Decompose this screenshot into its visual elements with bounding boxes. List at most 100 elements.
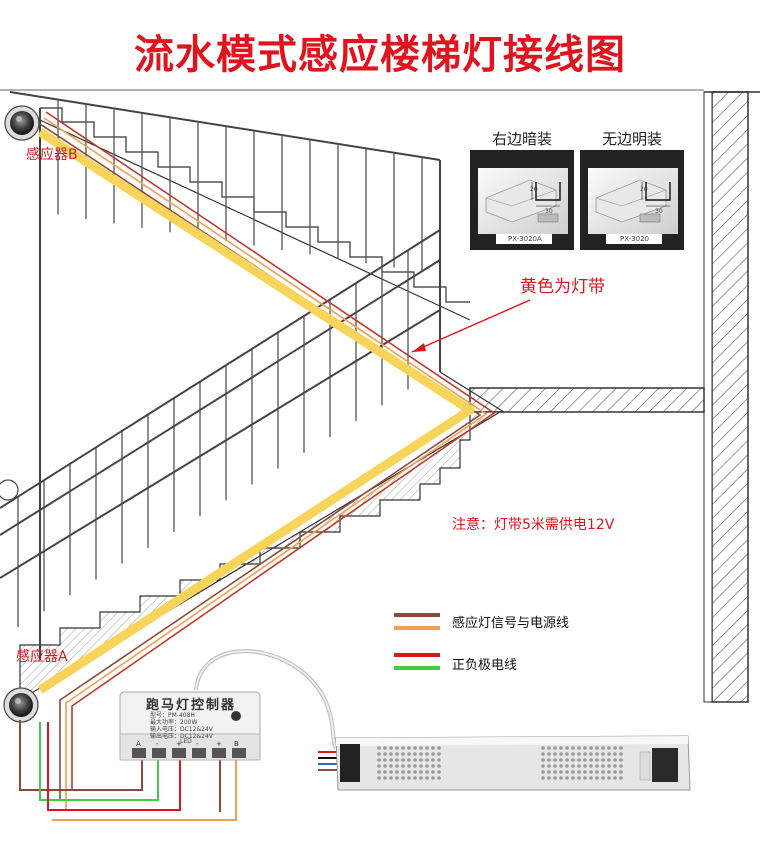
vent-hole <box>407 758 411 762</box>
vent-hole <box>541 752 545 756</box>
vent-hole <box>559 764 563 768</box>
vent-hole <box>425 776 429 780</box>
vent-hole <box>571 752 575 756</box>
vent-hole <box>431 752 435 756</box>
vent-hole <box>583 770 587 774</box>
vent-hole <box>541 746 545 750</box>
vent-hole <box>571 764 575 768</box>
vent-hole <box>553 770 557 774</box>
profile-caption-a: 右边暗装 <box>491 130 552 148</box>
vent-hole <box>425 758 429 762</box>
vent-hole <box>607 764 611 768</box>
vent-hole <box>419 746 423 750</box>
vent-hole <box>431 764 435 768</box>
controller-spec-1: 型号：PM-408H <box>150 712 195 719</box>
sensor-a-label: 感应器A <box>16 649 68 665</box>
controller-port <box>172 748 186 758</box>
vent-hole <box>571 770 575 774</box>
vent-hole <box>559 758 563 762</box>
vent-hole <box>583 764 587 768</box>
vent-hole <box>437 770 441 774</box>
vent-hole <box>577 758 581 762</box>
vent-hole <box>589 758 593 762</box>
vent-hole <box>577 764 581 768</box>
vent-hole <box>571 758 575 762</box>
vent-hole <box>377 770 381 774</box>
wall-marker-icon <box>0 479 19 501</box>
sensor-b-label: 感应器B <box>26 147 78 163</box>
vent-hole <box>389 758 393 762</box>
vent-hole <box>437 752 441 756</box>
vent-hole <box>395 776 399 780</box>
vent-hole <box>601 758 605 762</box>
vent-hole <box>377 776 381 780</box>
vent-hole <box>577 776 581 780</box>
vent-hole <box>577 752 581 756</box>
vent-hole <box>389 764 393 768</box>
vent-hole <box>571 776 575 780</box>
vent-hole <box>595 770 599 774</box>
vent-hole <box>559 770 563 774</box>
right-wall <box>469 91 760 703</box>
profile-model-b: PX-3020 <box>620 235 650 243</box>
vent-hole <box>619 764 623 768</box>
profile-dim-w-b: 30 <box>655 208 663 215</box>
controller-spec-2: 最大功率：200W <box>150 719 198 726</box>
vent-hole <box>553 764 557 768</box>
vent-hole <box>619 752 623 756</box>
vent-hole <box>413 770 417 774</box>
vent-hole <box>383 764 387 768</box>
vent-hole <box>425 752 429 756</box>
controller-port <box>192 748 206 758</box>
vent-hole <box>431 770 435 774</box>
vent-hole <box>565 752 569 756</box>
vent-hole <box>425 764 429 768</box>
vent-hole <box>601 746 605 750</box>
vent-hole <box>565 776 569 780</box>
controller-port <box>212 748 226 758</box>
vent-hole <box>401 764 405 768</box>
vent-hole <box>395 746 399 750</box>
railing-balusters <box>17 99 423 628</box>
vent-hole <box>619 770 623 774</box>
vent-hole <box>547 764 551 768</box>
vent-hole <box>595 752 599 756</box>
vent-hole <box>425 746 429 750</box>
port-label-a: A <box>136 740 141 748</box>
vent-hole <box>613 776 617 780</box>
vent-hole <box>413 752 417 756</box>
vent-hole <box>553 776 557 780</box>
vent-hole <box>589 776 593 780</box>
vent-hole <box>589 752 593 756</box>
port-label-2: - <box>156 740 159 748</box>
vent-hole <box>553 758 557 762</box>
port-label-4: - <box>196 740 199 748</box>
vent-hole <box>389 776 393 780</box>
vent-hole <box>601 764 605 768</box>
vent-hole <box>613 770 617 774</box>
vent-hole <box>595 764 599 768</box>
profile-model-a: PX-3020A <box>508 235 542 243</box>
sensor-b-icon <box>4 105 40 141</box>
vent-hole <box>407 764 411 768</box>
vent-hole <box>613 764 617 768</box>
vent-hole <box>419 758 423 762</box>
vent-hole <box>553 746 557 750</box>
vent-hole <box>619 746 623 750</box>
vent-hole <box>595 746 599 750</box>
controller-spec-3: 输入电压：DC12&24V <box>150 726 213 733</box>
vent-hole <box>413 764 417 768</box>
vent-hole <box>571 746 575 750</box>
vent-hole <box>541 776 545 780</box>
vent-hole <box>613 746 617 750</box>
profile-channel-a-icon <box>478 168 568 234</box>
vent-hole <box>401 752 405 756</box>
vent-hole <box>619 758 623 762</box>
vent-hole <box>389 746 393 750</box>
vent-hole <box>383 776 387 780</box>
profile-dim-h-a: 20 <box>530 186 538 193</box>
vent-hole <box>437 764 441 768</box>
vent-hole <box>431 776 435 780</box>
vent-hole <box>407 770 411 774</box>
